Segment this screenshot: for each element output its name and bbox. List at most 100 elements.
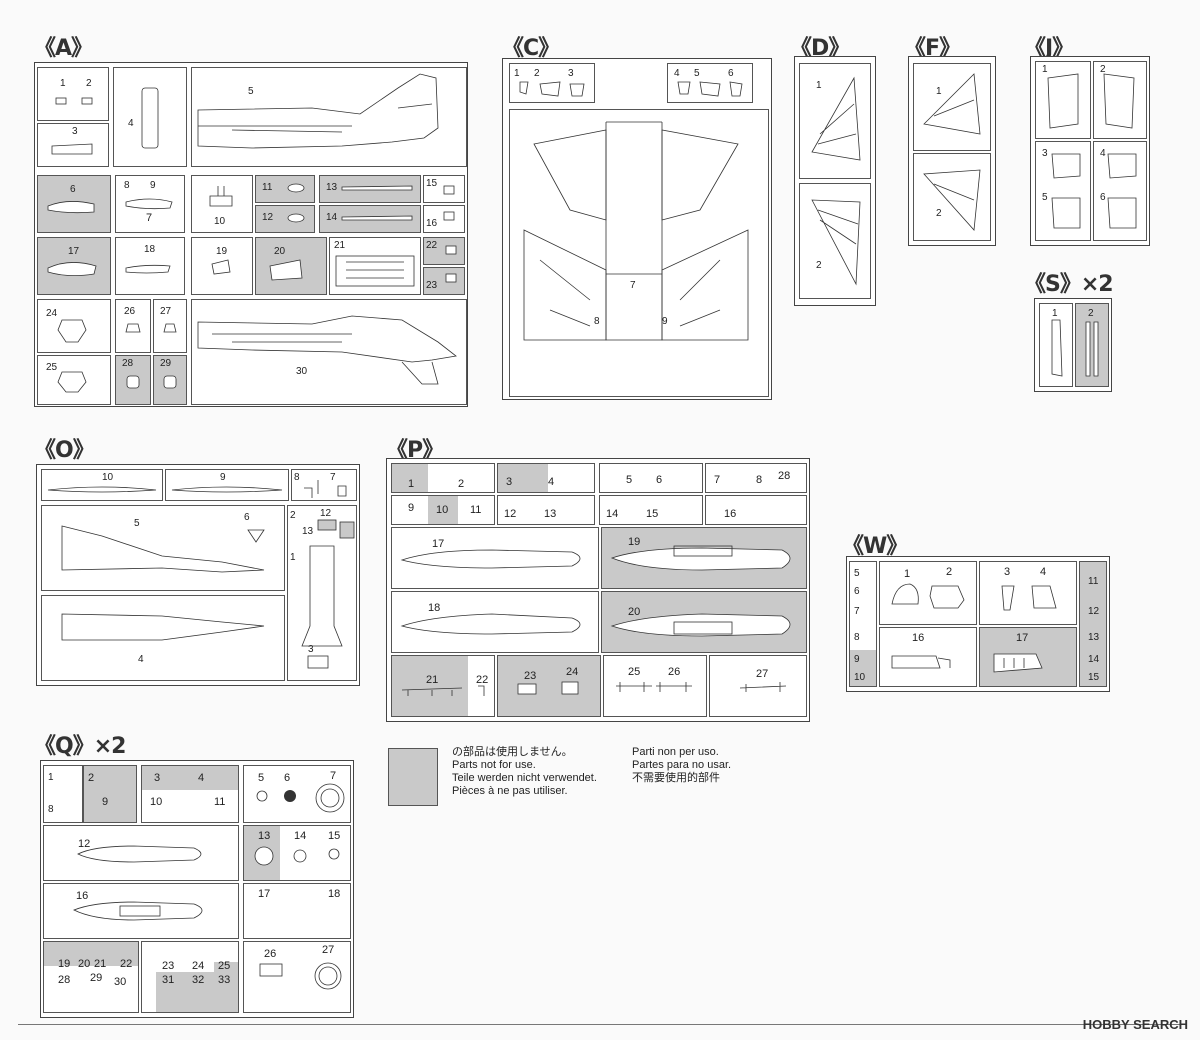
part-a-11: 11 (255, 175, 315, 203)
sheet-title-s: 《S》×2 (1024, 272, 1114, 297)
part-number: 10 (102, 472, 114, 483)
unused-shade (214, 962, 238, 1012)
part-number: 12 (1088, 606, 1100, 617)
part-number: 2 (1100, 64, 1106, 75)
unused-shade (428, 496, 458, 524)
part-number: 17 (68, 246, 80, 257)
part-number: 30 (296, 366, 308, 377)
part-number: 6 (656, 474, 663, 486)
part-drawing (610, 545, 791, 571)
part-number: 1 (936, 86, 942, 97)
part-number: 8 (756, 474, 763, 486)
part-drawing (301, 519, 355, 669)
part-q-26-27: 26 27 (243, 941, 351, 1013)
unused-shade (142, 766, 238, 790)
part-number: 12 (262, 212, 274, 223)
part-number: 20 (274, 246, 286, 257)
part-number: 31 (162, 974, 175, 986)
part-drawing (163, 375, 177, 389)
part-number: 14 (294, 830, 307, 842)
part-p-7-8-28: 7 8 28 (705, 463, 807, 493)
part-q-3-4-10-11: 3 4 10 11 (141, 765, 239, 823)
part-a-3: 3 (37, 123, 109, 167)
part-drawing (163, 323, 177, 333)
part-number: 6 (284, 772, 291, 784)
part-a-22: 22 (423, 237, 465, 265)
part-a-10: 10 (191, 175, 253, 233)
part-number: 7 (630, 280, 636, 291)
part-drawing (256, 783, 345, 813)
part-drawing (443, 211, 455, 221)
part-number: 4 (138, 654, 144, 665)
part-p-12-13: 12 13 (497, 495, 595, 525)
part-number: 20 (628, 606, 641, 618)
part-q-2-9: 2 9 (83, 765, 137, 823)
part-a-20: 20 (255, 237, 327, 295)
part-drawing (677, 81, 743, 97)
part-number: 13 (302, 526, 314, 537)
part-number: 3 (568, 68, 574, 79)
part-number: 22 (426, 240, 438, 251)
part-a-7-8-9: 8 9 7 (115, 175, 185, 233)
part-number: 5 (134, 518, 140, 529)
sprue-p: 1 2 3 4 5 6 7 8 28 9 10 11 12 13 14 15 1… (386, 458, 810, 722)
part-drawing (197, 315, 457, 385)
part-number: 9 (408, 502, 415, 514)
part-number: 4 (128, 118, 134, 129)
sheet-title-o: 《O》 (34, 438, 95, 463)
sprue-o: 10 9 8 7 5 6 4 2 12 13 11 1 3 (36, 464, 360, 686)
part-q-13-14-15: 13 14 15 (243, 825, 351, 881)
part-drawing (1103, 73, 1135, 129)
part-p-9-10-11: 9 10 11 (391, 495, 495, 525)
part-drawing (125, 264, 171, 274)
part-w-11-15: 11 12 13 14 15 (1079, 561, 1107, 687)
part-c-wing: 7 8 9 (509, 109, 769, 397)
legend-right: Parti non per uso. Partes para no usar. … (632, 746, 731, 785)
part-a-12: 12 (255, 205, 315, 233)
part-number: 24 (566, 666, 579, 678)
part-number: 1 (904, 568, 911, 580)
part-drawing (445, 245, 457, 255)
unused-shade (850, 650, 876, 686)
part-q-5-6-7: 5 6 7 (243, 765, 351, 823)
part-p-17: 17 (391, 527, 599, 589)
part-number: 8 (124, 180, 130, 191)
sprue-w: 5 6 7 8 9 10 1 2 3 4 16 17 11 12 13 14 1… (846, 556, 1110, 692)
part-q-23-25-31-33: 23 24 25 31 32 33 (141, 941, 239, 1013)
part-number: 8 (594, 316, 600, 327)
part-drawing (73, 901, 203, 921)
part-number: 29 (90, 972, 103, 984)
part-number: 2 (86, 78, 92, 89)
part-number: 28 (778, 470, 791, 482)
part-number: 7 (714, 474, 721, 486)
sprue-j: 1 2 3 5 4 6 (1030, 56, 1150, 246)
part-p-18: 18 (391, 591, 599, 653)
part-q-12: 12 (43, 825, 239, 881)
part-number: 12 (78, 838, 91, 850)
part-number: 5 (248, 86, 254, 97)
part-number: 2 (458, 478, 465, 490)
part-number: 1 (1042, 64, 1048, 75)
part-number: 8 (854, 632, 860, 643)
part-number: 17 (1016, 632, 1029, 644)
part-number: 7 (330, 472, 336, 483)
part-number: 15 (426, 178, 438, 189)
part-drawing (616, 682, 692, 692)
part-p-3-4: 3 4 (497, 463, 595, 493)
part-c-1-2-3: 1 2 3 (509, 63, 595, 103)
part-a-16: 16 (423, 205, 465, 233)
part-drawing (57, 319, 87, 343)
part-number: 3 (308, 644, 314, 655)
part-p-5-6: 5 6 (599, 463, 703, 493)
part-drawing (519, 81, 585, 97)
part-drawing (57, 371, 87, 393)
part-number: 1 (408, 478, 415, 490)
part-p-1-2: 1 2 (391, 463, 495, 493)
part-number: 3 (154, 772, 161, 784)
part-drawing (304, 480, 347, 498)
legend-line: Parti non per uso. (632, 746, 719, 758)
part-number: 14 (1088, 654, 1100, 665)
part-number: 15 (328, 830, 341, 842)
part-number: 22 (120, 958, 133, 970)
part-number: 11 (262, 182, 273, 193)
